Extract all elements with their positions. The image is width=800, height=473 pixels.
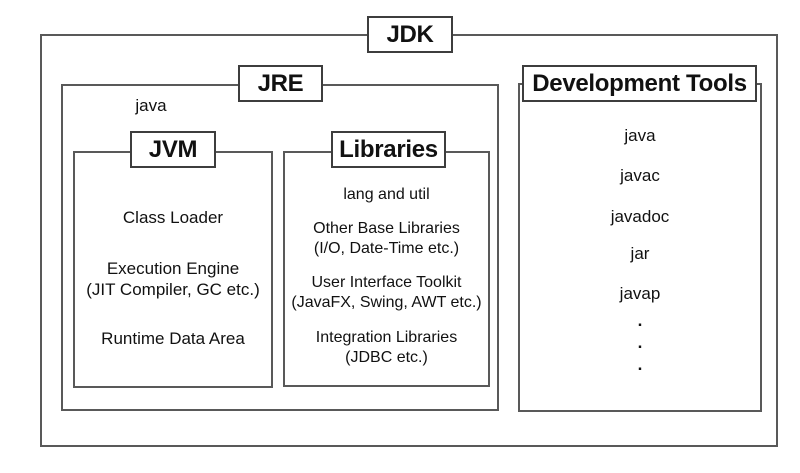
library-item-lang-util: lang and util — [285, 185, 488, 205]
library-item-title: Integration Libraries — [315, 329, 458, 346]
library-item-title: Other Base Libraries — [313, 220, 460, 237]
ellipsis-dot: . — [637, 333, 643, 352]
jvm-label: JVM — [130, 131, 216, 168]
jre-java-launcher-text: java — [135, 96, 167, 115]
dev-tool-jar: jar — [630, 244, 650, 263]
jvm-item-title: Runtime Data Area — [101, 329, 245, 348]
dev-tool-javap: javap — [619, 284, 661, 303]
libraries-container-box: lang and util Other Base Libraries (I/O,… — [283, 151, 490, 387]
dev-tool-javac: javac — [620, 166, 660, 185]
library-item-title: lang and util — [343, 186, 430, 203]
jre-label: JRE — [238, 65, 323, 102]
library-item-other-base: Other Base Libraries (I/O, Date-Time etc… — [285, 219, 488, 259]
library-item-integration: Integration Libraries (JDBC etc.) — [285, 328, 488, 368]
jvm-item-title: Class Loader — [122, 208, 224, 227]
jvm-item-execution-engine: Execution Engine (JIT Compiler, GC etc.) — [75, 258, 271, 300]
ellipsis-dot: . — [637, 311, 643, 330]
jvm-item-class-loader: Class Loader — [75, 208, 271, 228]
dev-tool-javadoc: javadoc — [610, 207, 670, 226]
ellipsis-dot: . — [637, 355, 643, 374]
jvm-item-runtime-data-area: Runtime Data Area — [75, 329, 271, 349]
jvm-item-subtitle: (JIT Compiler, GC etc.) — [86, 280, 260, 299]
library-item-ui-toolkit: User Interface Toolkit (JavaFX, Swing, A… — [285, 273, 488, 313]
library-item-subtitle: (JDBC etc.) — [345, 349, 428, 366]
library-item-subtitle: (JavaFX, Swing, AWT etc.) — [291, 294, 482, 311]
jvm-item-title: Execution Engine — [106, 259, 240, 278]
dev-tool-java: java — [624, 126, 656, 145]
development-tools-label: Development Tools — [522, 65, 757, 102]
development-tools-container-box: java javac javadoc jar javap . . . — [518, 83, 762, 412]
library-item-title: User Interface Toolkit — [311, 274, 462, 291]
library-item-subtitle: (I/O, Date-Time etc.) — [313, 240, 460, 257]
libraries-label: Libraries — [331, 131, 446, 168]
jdk-label: JDK — [367, 16, 453, 53]
jvm-container-box: Class Loader Execution Engine (JIT Compi… — [73, 151, 273, 388]
